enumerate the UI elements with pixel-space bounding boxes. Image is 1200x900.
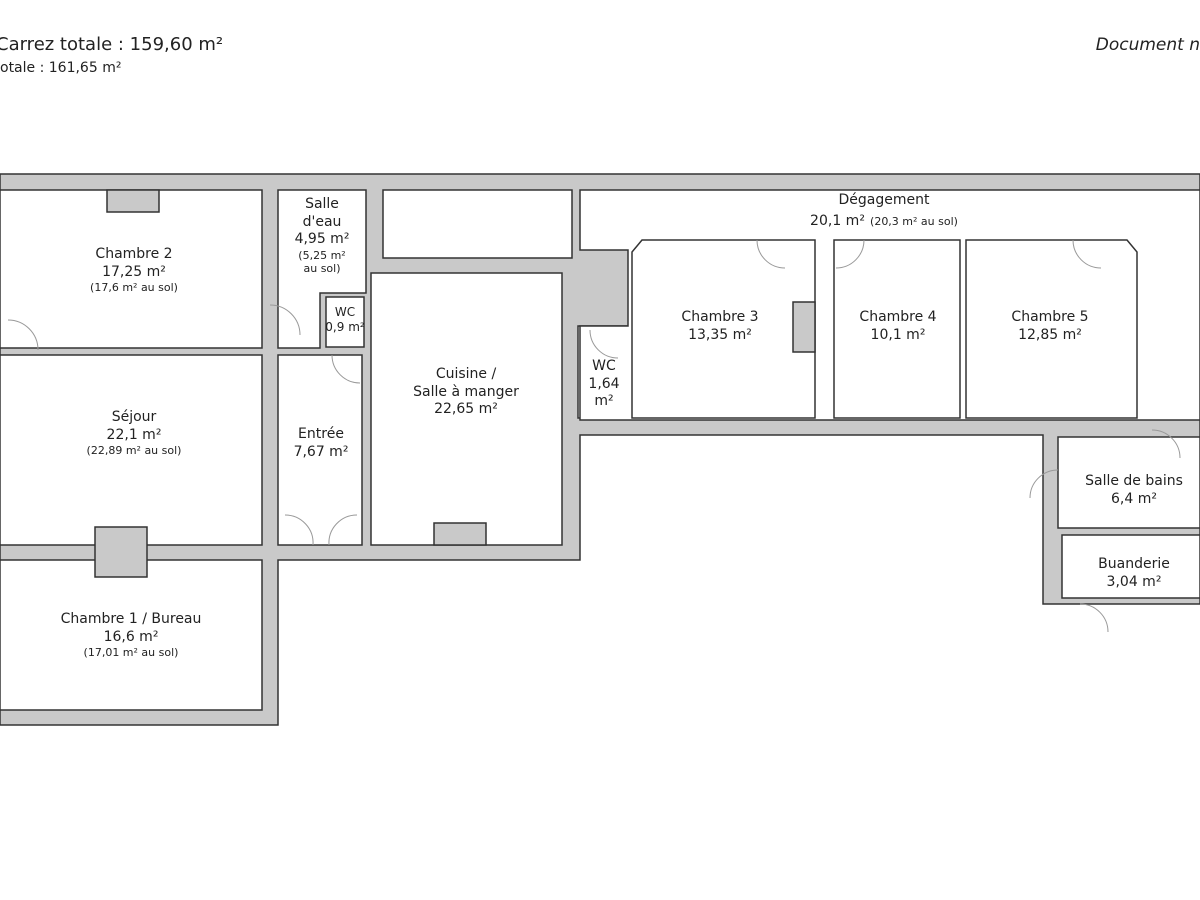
room-area: 6,4 m² (1111, 490, 1157, 507)
door-swing (1079, 603, 1109, 633)
pillar (433, 522, 487, 546)
room-name: Chambre 2 (95, 246, 173, 262)
room-chambre-3 (631, 239, 816, 419)
carrez-total: Carrez totale : 159,60 m² (0, 34, 224, 55)
room-area: 1,64 (588, 375, 620, 392)
room-area: 17,25 m² (102, 263, 166, 280)
room-area: 22,65 m² (434, 401, 498, 417)
room-name: WC (334, 305, 356, 319)
room-salle-deau (277, 189, 367, 349)
document-note: Document n (1095, 35, 1200, 55)
room-name: Entrée (298, 426, 344, 442)
room-floor-area: au sol) (303, 262, 341, 276)
door-swing (269, 304, 301, 336)
room-floor-area: (5,25 m² (298, 248, 346, 262)
pillar (106, 189, 160, 213)
room-area: 12,85 m² (1018, 326, 1082, 343)
room-chambre-5 (965, 239, 1138, 419)
room-floor-area: (20,3 m² au sol) (870, 214, 958, 228)
door-swing (1072, 239, 1102, 269)
room-floor-area: (17,6 m² au sol) (90, 281, 178, 294)
room-area: 13,35 m² (688, 326, 752, 343)
room-area: 0,9 m² (325, 320, 365, 334)
room-name: Séjour (111, 409, 157, 425)
room-entree (277, 354, 363, 546)
door-swing (7, 319, 39, 351)
room-area: 10,1 m² (870, 326, 926, 343)
door-swing (835, 239, 865, 269)
balcony (382, 189, 573, 259)
room-name: Cuisine / (435, 366, 497, 382)
room-name: Salle de bains (1085, 473, 1183, 489)
room-area: m² (594, 393, 614, 409)
room-floor-area: (22,89 m² au sol) (86, 444, 182, 457)
room-sejour (0, 354, 263, 546)
room-buanderie (1061, 534, 1200, 599)
room-chambre-2 (0, 189, 263, 349)
room-name: WC (592, 358, 616, 374)
door-swing (756, 239, 786, 269)
door-swing (284, 514, 358, 546)
door-swing (1151, 429, 1181, 459)
label-degagement: Dégagement 20,1 m² (20,3 m² au sol) (810, 192, 958, 230)
room-area: 3,04 m² (1106, 573, 1162, 590)
room-area: 22,1 m² (106, 426, 162, 443)
door-swing (1029, 469, 1059, 499)
room-name: d'eau (302, 213, 342, 230)
room-area: 16,6 m² (103, 628, 159, 645)
door-swing (331, 354, 361, 384)
room-salle-de-bains (1057, 436, 1200, 529)
door-swing (589, 329, 619, 359)
room-name: Buanderie (1098, 556, 1170, 572)
room-chambre-4 (833, 239, 961, 419)
surface-totale: otale : 161,65 m² (0, 60, 122, 76)
room-name: Salle à manger (413, 383, 519, 400)
room-name: Salle (305, 196, 339, 212)
room-name: Chambre 4 (859, 309, 937, 325)
room-floor-area: (17,01 m² au sol) (83, 646, 179, 659)
pillar (94, 526, 148, 578)
room-area: 7,67 m² (293, 443, 349, 460)
room-name: Dégagement (838, 192, 930, 208)
room-wc-1 (325, 296, 365, 348)
room-name: Chambre 5 (1011, 309, 1089, 325)
room-chambre-1 (0, 559, 263, 711)
pillar (792, 301, 816, 353)
room-name: Chambre 3 (681, 309, 759, 325)
room-area: 20,1 m² (810, 212, 865, 229)
room-area: 4,95 m² (294, 231, 350, 247)
room-name: Chambre 1 / Bureau (60, 611, 202, 627)
